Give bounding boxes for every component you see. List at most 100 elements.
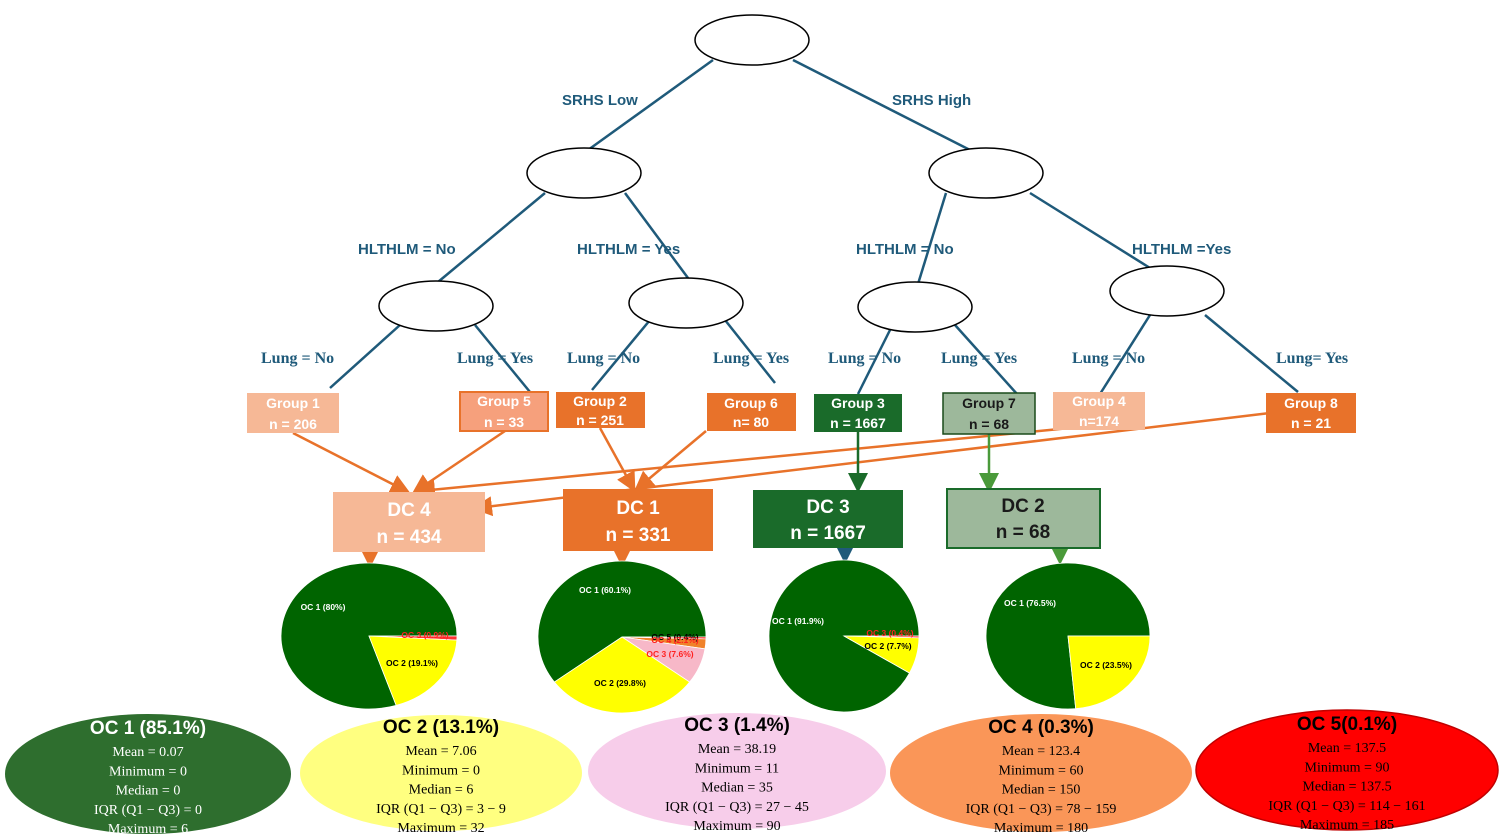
pie-slice-label: OC 3 (7.6%) — [646, 649, 693, 659]
pie-slice-label: OC 1 (76.5%) — [1004, 598, 1056, 608]
oc-title: OC 4 (0.3%) — [988, 717, 1094, 738]
oc-stat-line: Maximum = 32 — [397, 821, 484, 836]
group-n: n = 251 — [576, 412, 624, 428]
pie-chart-dc1: OC 1 (60.1%)OC 5 (0.4%)OC 4 (2.1%)OC 3 (… — [537, 560, 707, 714]
oc-stat-line: IQR (Q1 − Q3) = 27 − 45 — [665, 800, 809, 815]
arrow-g5-dc4 — [411, 429, 506, 494]
group-label: Group 8 — [1284, 395, 1338, 411]
oc-stat-line: Minimum = 60 — [999, 763, 1084, 778]
pie-slice-label: OC 3 (0.9%) — [401, 630, 448, 640]
pie-chart-dc3: OC 1 (91.9%) OC 3 (0.4%) OC 2 (7.7%) — [768, 559, 920, 713]
label-lung-no-3: Lung = No — [828, 350, 901, 367]
group-box-g8: Group 8 n = 21 — [1266, 393, 1356, 433]
group-box-g4: Group 4 n=174 — [1053, 392, 1145, 430]
edge-l-ll — [437, 192, 546, 283]
node-low-hlthlm-yes — [628, 277, 744, 329]
dc-box-dc1: DC 1 n = 331 — [563, 489, 713, 551]
pie-slice-label: OC 2 (29.8%) — [594, 678, 646, 688]
label-hlthlm-yes-left: HLTHLM = Yes — [577, 241, 680, 258]
oc-title: OC 5(0.1%) — [1297, 714, 1397, 735]
oc-stat-line: Maximum = 185 — [1300, 818, 1394, 833]
label-lung-no-4: Lung = No — [1072, 350, 1145, 367]
label-lung-yes-3: Lung = Yes — [941, 350, 1017, 367]
oc-stat-line: Minimum = 0 — [109, 764, 187, 779]
oc-stat-line: IQR (Q1 − Q3) = 3 − 9 — [376, 802, 506, 817]
oc-stat-line: Mean = 137.5 — [1308, 741, 1386, 756]
group-box-g3: Group 3 n = 1667 — [814, 394, 902, 432]
pie-slice-label: OC 1 (80%) — [301, 602, 346, 612]
oc-stat-line: Minimum = 11 — [695, 761, 779, 776]
pie-slice-label: OC 3 (0.4%) — [866, 628, 913, 638]
group-n: n = 21 — [1291, 415, 1331, 431]
dc-label: DC 4 — [387, 500, 431, 521]
pie-slice-label: OC 2 (23.5%) — [1080, 660, 1132, 670]
group-n: n = 33 — [484, 414, 524, 430]
root-node — [694, 14, 810, 66]
pie-slice — [537, 560, 707, 683]
dc-n: n = 331 — [606, 525, 671, 546]
pie-chart-dc4: OC 1 (80%)OC 3 (0.9%)OC 2 (19.1%) — [280, 562, 458, 710]
group-label: Group 3 — [831, 395, 885, 411]
arrow-g4-dc4 — [415, 426, 1071, 500]
group-label: Group 6 — [724, 395, 778, 411]
pie-slice — [368, 635, 458, 706]
oc-stat-line: Maximum = 90 — [693, 819, 780, 834]
pie-slice — [985, 562, 1151, 710]
label-hlthlm-no-right: HLTHLM = No — [856, 241, 954, 258]
edge-root-right — [792, 58, 971, 152]
oc-title: OC 2 (13.1%) — [383, 717, 499, 738]
dc-box-dc4: DC 4 n = 434 — [333, 492, 485, 552]
pie-slice-label: OC 2 (7.7%) — [864, 641, 911, 651]
arrow-g1-dc4 — [292, 431, 411, 494]
edge-ll-g5 — [474, 324, 531, 393]
oc-stat-line: Minimum = 90 — [1305, 760, 1390, 775]
label-lung-no-1: Lung = No — [261, 350, 334, 367]
group-n: n = 1667 — [830, 415, 886, 431]
oc-stat-line: Median = 150 — [1002, 783, 1081, 798]
dc-label: DC 3 — [806, 497, 849, 518]
pie-slice-label: OC 4 (2.1%) — [651, 635, 698, 645]
oc-stat-line: Mean = 38.19 — [698, 742, 776, 757]
group-label: Group 4 — [1072, 393, 1126, 409]
node-low-hlthlm-no — [378, 280, 494, 332]
label-srhs-low: SRHS Low — [562, 92, 638, 109]
node-srhs-low — [526, 147, 642, 199]
oc-stat-line: Median = 35 — [701, 781, 773, 796]
label-lung-yes-4: Lung= Yes — [1276, 350, 1348, 367]
oc-title: OC 3 (1.4%) — [684, 715, 790, 736]
oc-stat-line: Median = 0 — [116, 784, 181, 799]
pie-slice — [843, 635, 920, 674]
label-hlthlm-yes-right: HLTHLM =Yes — [1132, 241, 1231, 258]
edge-rr-g8 — [1204, 314, 1299, 393]
oc-stat-line: Mean = 123.4 — [1002, 744, 1080, 759]
arrow-g2-dc1 — [598, 427, 636, 493]
oc-stat-line: Minimum = 0 — [402, 763, 480, 778]
pie-slice-label: OC 1 (60.1%) — [579, 585, 631, 595]
group-label: Group 7 — [962, 395, 1016, 411]
oc-stat-line: Median = 137.5 — [1302, 780, 1391, 795]
dc-label: DC 2 — [1001, 496, 1044, 517]
group-box-g5: Group 5 n = 33 — [459, 391, 549, 432]
group-label: Group 5 — [477, 393, 531, 409]
group-box-g1: Group 1 n = 206 — [247, 393, 339, 433]
dc-n: n = 68 — [996, 522, 1050, 543]
oc-stat-line: Mean = 7.06 — [405, 744, 476, 759]
pie-slice-label: OC 1 (91.9%) — [772, 616, 824, 626]
edge-root-left — [587, 58, 714, 152]
group-n: n = 206 — [269, 416, 317, 432]
dc-box-dc3: DC 3 n = 1667 — [753, 490, 903, 548]
pie-slice — [553, 636, 691, 714]
group-n: n= 80 — [733, 414, 769, 430]
dc-box-dc2: DC 2 n = 68 — [946, 488, 1101, 549]
tree-edges — [329, 58, 1299, 395]
pie-slice — [1067, 635, 1151, 710]
group-label: Group 1 — [266, 395, 320, 411]
label-hlthlm-no-left: HLTHLM = No — [358, 241, 456, 258]
